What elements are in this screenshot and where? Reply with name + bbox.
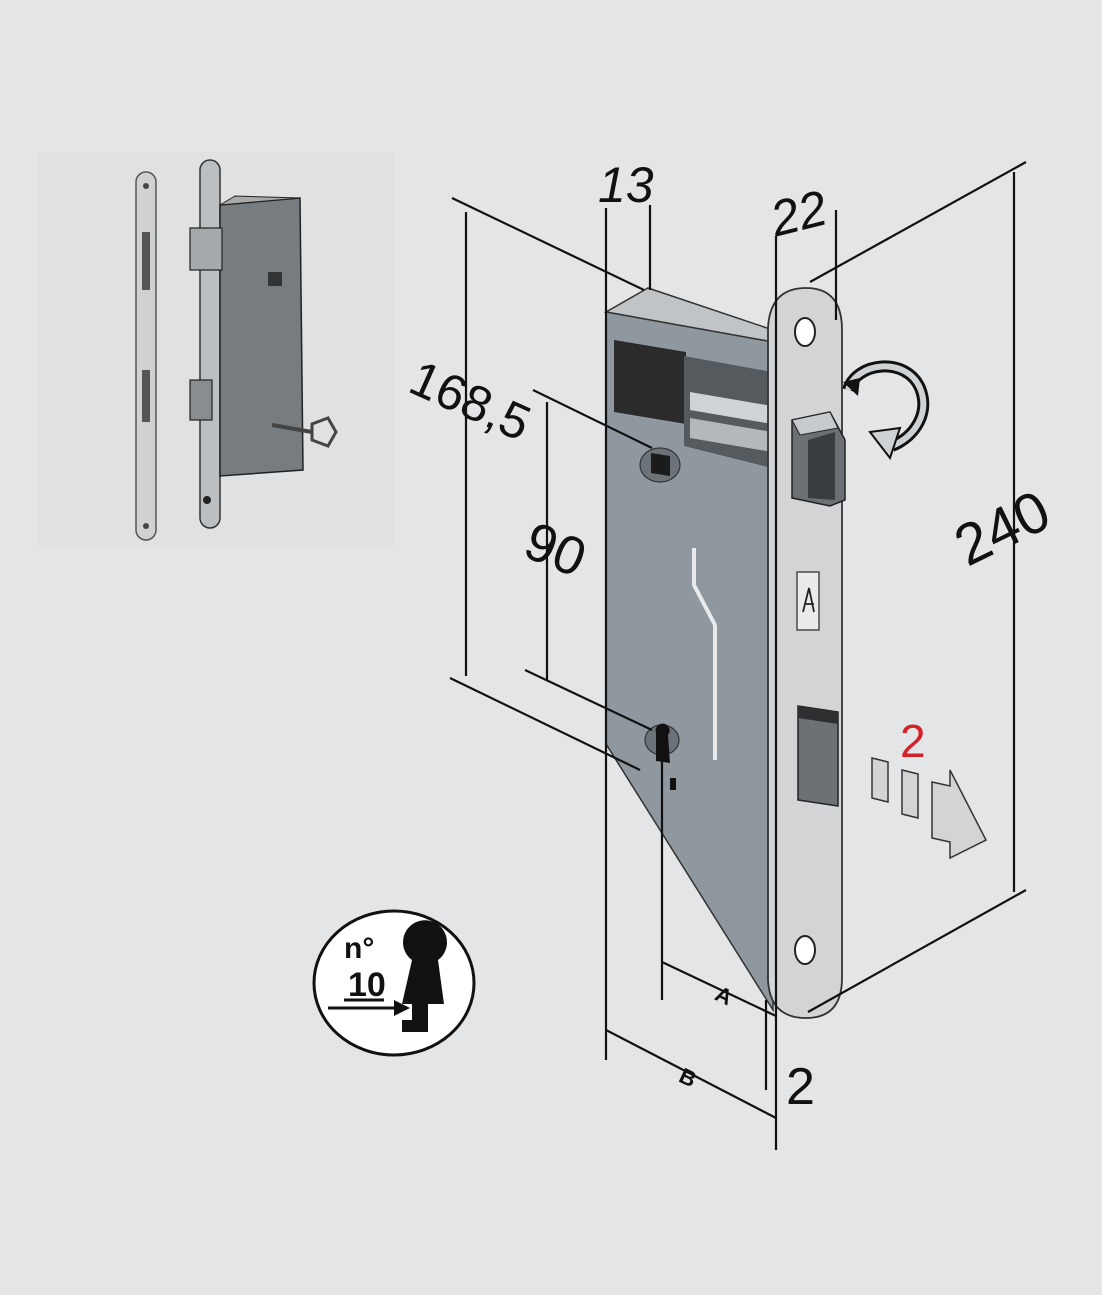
rotate-arrow-icon bbox=[842, 360, 930, 461]
key-badge-number: 10 bbox=[348, 966, 386, 1004]
faceplate-screw-bottom bbox=[794, 935, 816, 965]
thumbnail-key-shaft bbox=[271, 423, 313, 434]
dim-2: 2 bbox=[786, 1058, 815, 1116]
keyhole-badge-icon bbox=[402, 920, 448, 1032]
throw-arrow-icon bbox=[931, 769, 988, 860]
throw-count: 2 bbox=[900, 715, 926, 767]
throw-step-1 bbox=[871, 757, 889, 803]
thumbnail-bolt bbox=[189, 379, 213, 421]
latch-channel bbox=[614, 340, 686, 424]
dimension-lines bbox=[449, 161, 1027, 1150]
thumbnail-lock-front bbox=[199, 159, 221, 529]
thumbnail-lock-case bbox=[219, 197, 304, 477]
faceplate-body bbox=[767, 287, 843, 1019]
key-badge-ring bbox=[312, 909, 476, 1057]
thumbnail-key-bow bbox=[310, 416, 338, 448]
dead-bolt bbox=[797, 705, 839, 807]
double-throw-indicator: 2 bbox=[871, 715, 988, 860]
keyhole-icon bbox=[655, 723, 670, 763]
thumbnail-latch bbox=[189, 227, 223, 271]
spindle-square bbox=[651, 453, 670, 476]
faceplate bbox=[767, 287, 846, 1019]
key-number-badge: n° 10 bbox=[312, 909, 476, 1057]
brand-logo bbox=[796, 571, 820, 631]
lock-case bbox=[603, 287, 774, 1013]
dim-13: 13 bbox=[598, 157, 654, 213]
thumbnail-faceplate bbox=[135, 171, 157, 541]
throw-step-2 bbox=[901, 769, 919, 819]
faceplate-screw-top bbox=[794, 317, 816, 347]
spring-wire bbox=[692, 548, 717, 760]
product-thumbnail bbox=[38, 152, 394, 547]
dim-168-5: 168,5 bbox=[402, 350, 539, 452]
dim-22: 22 bbox=[764, 179, 833, 247]
dim-90: 90 bbox=[516, 511, 594, 589]
dim-240: 240 bbox=[945, 478, 1060, 579]
key-badge-prefix: n° bbox=[344, 932, 374, 965]
